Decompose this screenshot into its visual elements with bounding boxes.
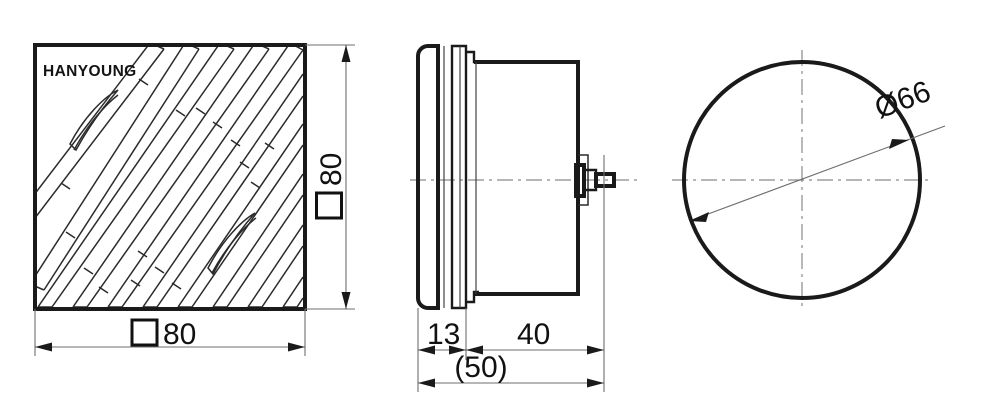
arrow-right — [288, 342, 305, 352]
terminal-boss-outline — [578, 154, 589, 206]
swoosh-accents — [69, 89, 257, 276]
front-height-value: 80 — [315, 153, 348, 186]
arrow-40-left — [466, 345, 483, 355]
depth-dimension-group: 13 40 (50) — [417, 200, 605, 392]
shaft-collar — [582, 168, 598, 192]
band-tick-marks — [60, 78, 275, 294]
arrow-down — [341, 292, 351, 309]
diagonal-bands — [37, 47, 303, 307]
arrow-50-right — [587, 378, 604, 388]
arrow-up — [341, 45, 351, 62]
body-depth-value: 40 — [517, 318, 550, 351]
square-symbol-vertical — [315, 191, 343, 220]
arrow-left — [35, 342, 52, 352]
diameter-arrow-lower-left — [689, 212, 709, 222]
front-face-band-pattern — [37, 47, 303, 307]
terminal-base-block — [574, 163, 586, 198]
front-bezel-frame — [33, 43, 307, 311]
cutout-circle — [682, 60, 922, 300]
arrow-13-right — [449, 345, 466, 355]
bezel-outer-profile — [416, 44, 440, 310]
front-height-label-group: 80 — [315, 153, 348, 220]
arrow-13-left — [418, 345, 435, 355]
brand-logo: HANYOUNG — [43, 63, 137, 80]
shaft-stud — [594, 172, 616, 188]
arrow-50-left — [418, 378, 435, 388]
front-view: HANYOUNG 80 80 — [33, 43, 355, 356]
overall-depth-value: (50) — [454, 351, 507, 384]
square-symbol-horizontal — [130, 318, 159, 347]
arrow-40-right — [587, 345, 604, 355]
bezel-depth-value: 13 — [427, 318, 460, 351]
front-height-dimension: 80 — [305, 44, 355, 310]
front-width-label-group: 80 — [130, 318, 196, 351]
diameter-arrow-upper-right — [889, 139, 909, 149]
front-width-value: 80 — [163, 318, 196, 351]
front-width-dimension: 80 — [34, 309, 306, 356]
side-view: 13 40 (50) — [410, 44, 640, 392]
